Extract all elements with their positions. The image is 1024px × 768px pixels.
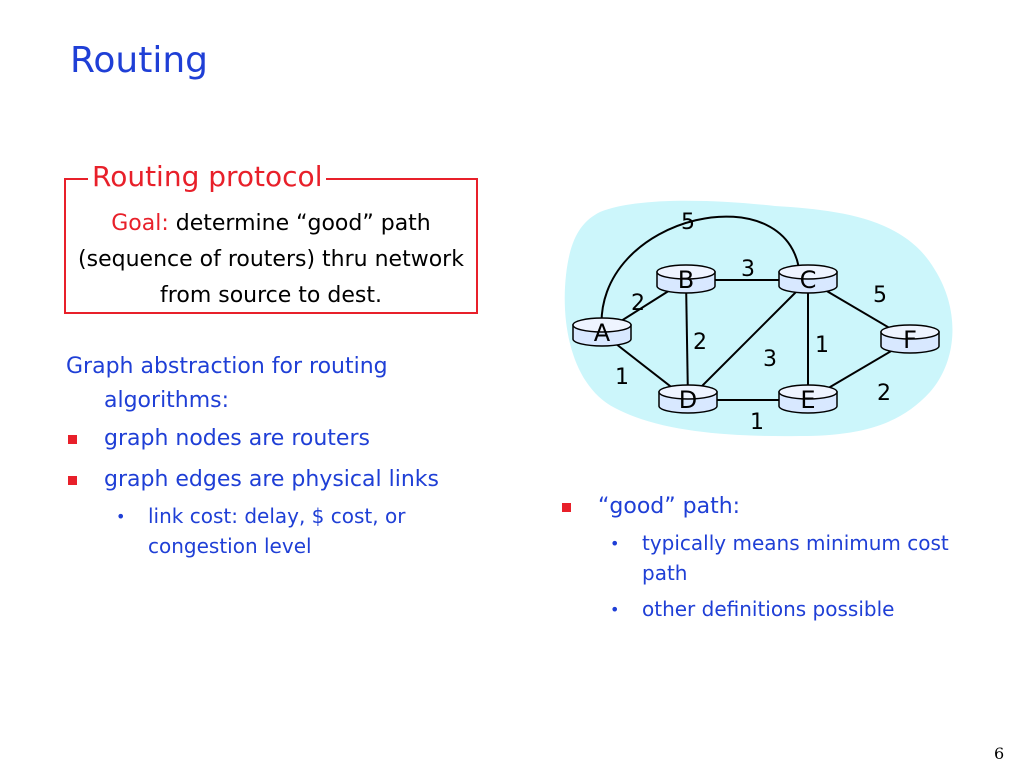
sublist-item: • other definitions possible [598, 594, 980, 624]
router-label-c: C [800, 266, 817, 294]
good-path-list: “good” path: • typically means minimum c… [560, 490, 980, 624]
edge-a-c [600, 215, 801, 334]
edge-weight-a-c: 5 [681, 210, 695, 235]
edge-weight-a-b: 2 [631, 291, 645, 316]
list-item: “good” path: • typically means minimum c… [560, 490, 980, 624]
router-label-e: E [800, 386, 815, 414]
abstraction-sublist: • link cost: delay, $ cost, or congestio… [104, 501, 486, 561]
edge-weight-c-f: 5 [873, 283, 887, 308]
good-path-section: “good” path: • typically means minimum c… [560, 486, 980, 631]
router-label-a: A [594, 319, 611, 347]
router-label-b: B [678, 266, 694, 294]
edge-weight-d-e: 1 [750, 410, 764, 435]
router-node-d: D [658, 384, 718, 414]
edge-b-d [685, 279, 689, 401]
router-node-b: B [656, 264, 716, 294]
abstraction-intro: Graph abstraction for routing algorithms… [66, 354, 388, 413]
edge-weight-c-e: 1 [815, 333, 829, 358]
edge-weight-b-c: 3 [741, 257, 755, 282]
dot-bullet-icon: • [116, 507, 126, 526]
edge-weight-e-f: 2 [877, 381, 891, 406]
square-bullet-icon [68, 435, 77, 444]
routing-protocol-legend: Routing protocol [88, 158, 327, 196]
goal-label: Goal: [111, 211, 169, 236]
edge-weight-a-d: 1 [615, 365, 629, 390]
edge-weight-b-d: 2 [693, 330, 707, 355]
router-top-icon [658, 384, 718, 400]
good-path-sublist: • typically means minimum cost path • ot… [598, 528, 980, 624]
slide-title: Routing [70, 40, 209, 81]
router-top-icon [778, 264, 838, 280]
router-node-c: C [778, 264, 838, 294]
dot-bullet-icon: • [610, 534, 620, 553]
square-bullet-icon [68, 476, 77, 485]
router-node-e: E [778, 384, 838, 414]
edge-c-d [687, 279, 809, 401]
abstraction-list: graph nodes are routers graph edges are … [66, 422, 486, 561]
sublist-item-text: other definitions possible [642, 597, 895, 621]
router-top-icon [778, 384, 838, 400]
page-number: 6 [994, 744, 1005, 763]
router-top-icon [656, 264, 716, 280]
square-bullet-icon [562, 503, 571, 512]
goal-text: Goal: determine “good” path (sequence of… [66, 206, 476, 314]
sublist-item: • link cost: delay, $ cost, or congestio… [104, 501, 486, 561]
goal-description: determine “good” path (sequence of route… [78, 211, 464, 308]
sublist-item-text: link cost: delay, $ cost, or congestion … [148, 504, 406, 558]
list-item-text: graph edges are physical links [104, 467, 439, 492]
router-label-d: D [679, 386, 697, 414]
list-item: graph edges are physical links • link co… [66, 463, 486, 561]
dot-bullet-icon: • [610, 600, 620, 619]
list-item: graph nodes are routers [66, 422, 486, 456]
list-item-text: graph nodes are routers [104, 426, 370, 451]
router-node-f: F [880, 324, 940, 354]
edge-weight-c-d: 3 [763, 347, 777, 372]
good-path-heading: “good” path: [598, 494, 741, 519]
sublist-item: • typically means minimum cost path [598, 528, 980, 588]
router-node-a: A [572, 317, 632, 347]
sublist-item-text: typically means minimum cost path [642, 531, 949, 585]
router-top-icon [880, 324, 940, 340]
router-top-icon [572, 317, 632, 333]
router-label-f: F [903, 326, 917, 354]
graph-abstraction-section: Graph abstraction for routing algorithms… [66, 350, 486, 568]
network-cloud [564, 200, 953, 437]
